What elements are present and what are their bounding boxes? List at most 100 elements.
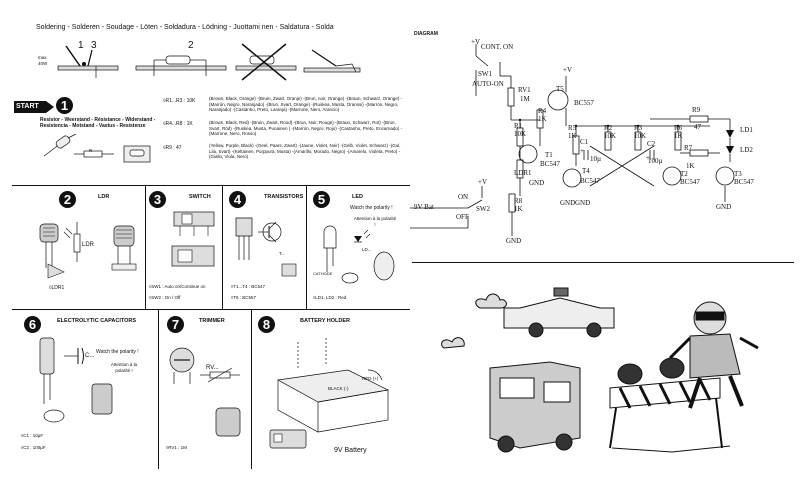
ld1-label: LD1 bbox=[740, 126, 753, 134]
t1-t4-caption: ◊T1...T4 : BC547 bbox=[231, 284, 265, 289]
step-8-badge: 8 bbox=[258, 316, 275, 333]
r4-label: R4 bbox=[538, 107, 547, 115]
r4-value: 1K bbox=[538, 115, 547, 123]
start-badge: START bbox=[14, 101, 54, 113]
ldr1-label: LDR1 bbox=[514, 169, 532, 177]
gnd-t4b: GND bbox=[575, 199, 591, 207]
r5-label: R5 bbox=[568, 124, 577, 132]
t4-value: BC547 bbox=[580, 177, 600, 185]
r5-value: 1K bbox=[568, 132, 577, 140]
auto-on-label: AUTO-ON bbox=[472, 80, 504, 88]
c1-caption: ◊C1 : 10µF bbox=[21, 433, 44, 438]
capacitor-attention-polarite: Attention à la polarité ! bbox=[110, 362, 138, 373]
sw2-label: SW2 bbox=[476, 205, 490, 213]
cont-on-label: CONT. ON bbox=[481, 43, 514, 51]
sw2-caption: ◊SW2 : On / Off bbox=[149, 295, 181, 300]
t5-label: T5 bbox=[556, 85, 564, 93]
gnd-t4: GND bbox=[560, 199, 576, 207]
battery-holder-illustration bbox=[269, 338, 390, 449]
sw2-on-label: ON bbox=[458, 193, 469, 201]
t3-value: BC547 bbox=[734, 178, 754, 186]
r4-code: ◊R4...R8 : 1K bbox=[163, 121, 193, 127]
capacitor-symbol-label: C... bbox=[85, 353, 95, 359]
t1-label: T1 bbox=[545, 151, 553, 159]
battery-black-label: BLACK (-) bbox=[328, 386, 349, 391]
soldering-illustrations bbox=[57, 43, 361, 81]
rv1-label: RV1 bbox=[518, 86, 531, 94]
ldr-caption: ◊LDR1 bbox=[49, 285, 65, 291]
c2-plus: + bbox=[646, 154, 650, 162]
led-symbol-label: LD... bbox=[362, 247, 372, 252]
t4-label: T4 bbox=[582, 167, 590, 175]
step-6-badge: 6 bbox=[24, 316, 41, 333]
supply-plus-1: +V bbox=[471, 38, 481, 46]
divider-col-e bbox=[251, 309, 252, 469]
circuit-diagram bbox=[410, 44, 735, 236]
r7-label: R7 bbox=[684, 144, 693, 152]
battery-red-label: RED (+) bbox=[362, 376, 379, 381]
r9-value: 47 bbox=[694, 123, 701, 131]
ldr-symbol-label: LDR bbox=[82, 242, 95, 248]
trimmer-symbol-label: RV... bbox=[206, 365, 219, 371]
rv1-value: 1M bbox=[520, 95, 530, 103]
cartoon-illustration bbox=[441, 287, 759, 453]
switch-illustration bbox=[171, 211, 215, 267]
r8-value: 1K bbox=[514, 205, 523, 213]
step-4-badge: 4 bbox=[229, 191, 246, 208]
soldering-title: Soldering - Solderen - Soudage - Löten -… bbox=[36, 24, 334, 31]
divider-col-d bbox=[158, 309, 159, 469]
battery-9v-label: 9V Battery bbox=[334, 447, 367, 454]
resistor-illustration bbox=[43, 134, 151, 163]
r1-value: 10K bbox=[514, 130, 527, 138]
gnd-t3: GND bbox=[716, 203, 732, 211]
r9-colors: (Yellow, Purple, Black) -(Geel, Paars, Z… bbox=[209, 143, 401, 160]
trimmer-title: TRIMMER bbox=[199, 318, 225, 324]
switch-title: SWITCH bbox=[189, 194, 211, 200]
led-attention-polarite: Attention à la polarité ! bbox=[353, 216, 397, 227]
led-watch-polarity: Watch the polarity ! bbox=[350, 205, 393, 211]
supply-plus-3: +V bbox=[478, 178, 488, 186]
step-5-badge: 5 bbox=[313, 191, 330, 208]
c2-caption: ◊C2 : 100µF bbox=[21, 445, 46, 450]
r3-value: 10K bbox=[634, 132, 647, 140]
rv1-caption: ◊RV1 : 1M bbox=[166, 445, 187, 450]
c2-value: 100µ bbox=[648, 157, 663, 165]
r2-label: R2 bbox=[604, 124, 613, 132]
r1-code: ◊R1...R3 : 10K bbox=[163, 98, 196, 104]
sw1-label: SW1 bbox=[478, 70, 492, 78]
ldr-illustration bbox=[39, 222, 137, 279]
r9-code: ◊R9 : 47 bbox=[163, 145, 182, 151]
transistors-title: TRANSISTORS bbox=[264, 194, 304, 200]
supply-plus-2: +V bbox=[563, 66, 573, 74]
r3-label: R3 bbox=[634, 124, 643, 132]
resistor-symbol-label: R bbox=[89, 148, 93, 153]
t5-value: BC557 bbox=[574, 99, 594, 107]
step-1-badge: 1 bbox=[56, 97, 73, 114]
gnd-t1: GND bbox=[529, 179, 545, 187]
t3-label: T3 bbox=[734, 170, 742, 178]
t5-caption: ◊T5 : BC557 bbox=[231, 295, 256, 300]
r8-label: R8 bbox=[514, 197, 523, 205]
divider-row-2 bbox=[12, 309, 410, 310]
led-cathode-label: CATHODE bbox=[313, 271, 333, 276]
c1-plus: + bbox=[580, 147, 584, 155]
led-illustration bbox=[323, 225, 395, 284]
iron-wattage: max 40W bbox=[38, 55, 48, 66]
divider-col-c bbox=[306, 185, 307, 309]
c2-label: C2 bbox=[647, 140, 656, 148]
c1-label: C1 bbox=[580, 138, 589, 146]
battery-holder-title: BATTERY HOLDER bbox=[300, 318, 351, 324]
r6-label: R6 bbox=[674, 124, 683, 132]
sw2-off-label: OFF bbox=[456, 213, 469, 221]
r9-label: R9 bbox=[692, 106, 701, 114]
gnd-main: GND bbox=[506, 237, 522, 245]
t2-label: T2 bbox=[680, 170, 688, 178]
r7-value: 1K bbox=[686, 162, 695, 170]
trimmer-illustration bbox=[169, 347, 241, 437]
ldr-title: LDR bbox=[98, 194, 110, 200]
divider-col-b bbox=[222, 185, 223, 309]
r6-value: 1K bbox=[674, 132, 683, 140]
led-title: LED bbox=[352, 194, 363, 200]
capacitor-watch-polarity: Watch the polarity ! bbox=[96, 349, 139, 355]
diagram-title: DIAGRAM bbox=[414, 31, 438, 37]
